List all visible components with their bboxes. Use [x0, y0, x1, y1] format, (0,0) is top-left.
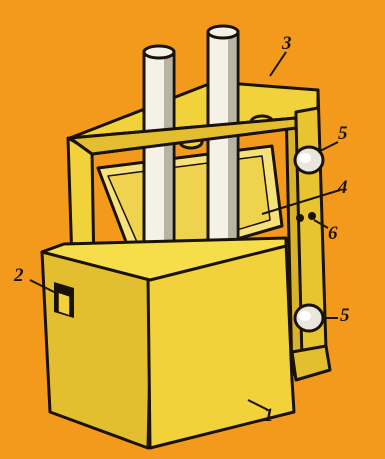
- tube-right-top: [208, 26, 238, 38]
- knob-lower-highlight: [299, 311, 311, 321]
- tube-right-shadow: [228, 34, 236, 262]
- callout-jacks: 6: [328, 224, 338, 243]
- callout-slot: 2: [14, 266, 24, 285]
- callout-top-plate: 3: [282, 34, 292, 53]
- tube-left-top: [144, 46, 174, 58]
- side-slot-insert: [58, 292, 70, 316]
- knob-upper-highlight: [299, 153, 311, 163]
- callout-glass: 4: [338, 178, 348, 197]
- callout-knob-upper: 5: [338, 124, 348, 143]
- tube-left-shadow: [164, 54, 172, 268]
- callout-base: 1: [264, 406, 274, 425]
- jack-right: [308, 212, 316, 220]
- callout-knob-lower: 5: [340, 306, 350, 325]
- jack-left: [296, 214, 304, 222]
